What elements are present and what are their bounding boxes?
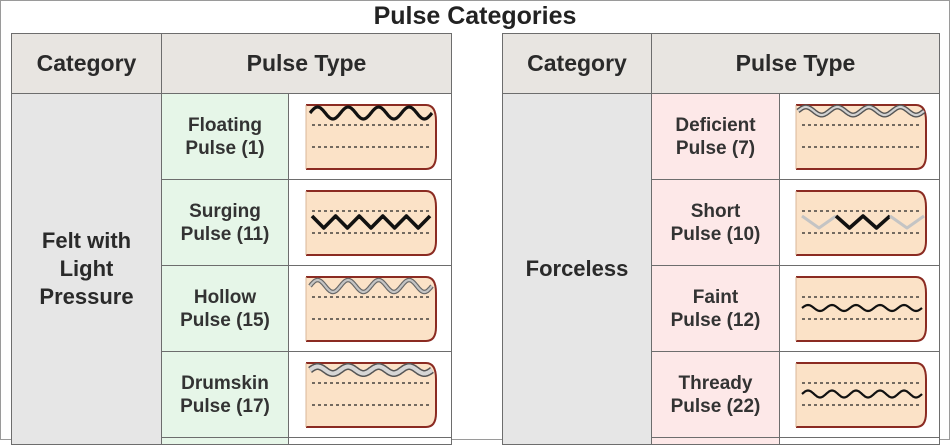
pulse-name-line: Deficient bbox=[675, 114, 756, 136]
cut-off-row-cell bbox=[779, 437, 940, 445]
vessel-wall bbox=[306, 103, 437, 170]
pulse-wave-faded-right bbox=[888, 214, 925, 229]
vessel-diagram bbox=[795, 103, 927, 170]
pulse-diagram-cell bbox=[779, 179, 940, 266]
pulse-diagram-cell bbox=[779, 351, 940, 438]
right-pulse-table: Category Pulse Type Forceless Deficient … bbox=[502, 33, 940, 445]
vessel-body bbox=[795, 276, 926, 341]
vessel-body bbox=[306, 362, 436, 427]
pulse-wave bbox=[308, 104, 434, 121]
pulse-name-cell: Drumskin Pulse (17) bbox=[161, 351, 289, 438]
pulse-name-line: Pulse (11) bbox=[180, 223, 270, 245]
pulse-name-line: Pulse (7) bbox=[675, 137, 756, 159]
vessel-wall bbox=[306, 189, 437, 256]
pulse-name-line: Surging bbox=[189, 200, 261, 222]
pulse-name-line: Pulse (17) bbox=[180, 395, 270, 417]
vessel-body bbox=[795, 190, 926, 255]
pulse-name-line: Hollow bbox=[193, 286, 257, 308]
cut-off-row-cell bbox=[288, 437, 452, 445]
pulse-name-line: Floating bbox=[188, 114, 262, 136]
left-header-category: Category bbox=[11, 33, 162, 94]
pulse-wave bbox=[308, 364, 434, 375]
vessel-wall bbox=[795, 361, 927, 428]
vessel-diagram bbox=[305, 103, 437, 170]
pulse-name-line: Pulse (12) bbox=[670, 309, 761, 331]
vessel-body bbox=[306, 276, 436, 341]
pulse-name-cell: Hollow Pulse (15) bbox=[161, 265, 289, 352]
category-line: Light bbox=[59, 256, 114, 281]
left-pulse-table: Category Pulse Type Felt with Light Pres… bbox=[11, 33, 452, 445]
pulse-wave-faded-left bbox=[800, 214, 837, 229]
vessel-body bbox=[795, 362, 926, 427]
pulse-name-line: Drumskin bbox=[181, 372, 269, 394]
pulse-wave bbox=[834, 213, 891, 230]
pulse-name-line: Pulse (15) bbox=[180, 309, 270, 331]
category-line: Felt with bbox=[41, 228, 132, 253]
pulse-name-cell: Deficient Pulse (7) bbox=[651, 93, 780, 180]
pulse-diagram-cell bbox=[779, 265, 940, 352]
left-category-cell: Felt with Light Pressure bbox=[11, 93, 162, 445]
pulse-wave bbox=[800, 303, 923, 312]
pulse-name-cell: Short Pulse (10) bbox=[651, 179, 780, 266]
pulse-name-line: Faint bbox=[692, 286, 739, 308]
pulse-name-line: Pulse (10) bbox=[670, 223, 761, 245]
left-header-pulse-type: Pulse Type bbox=[161, 33, 452, 94]
pulse-name-cell: Floating Pulse (1) bbox=[161, 93, 289, 180]
vessel-body bbox=[795, 104, 926, 169]
vessel-diagram bbox=[305, 189, 437, 256]
vessel-diagram bbox=[305, 361, 437, 428]
figure-title: Pulse Categories bbox=[373, 2, 577, 30]
pulse-diagram-cell bbox=[288, 351, 452, 438]
pulse-name-line: Short bbox=[690, 200, 741, 222]
vessel-wall bbox=[795, 103, 927, 170]
pulse-wave bbox=[800, 388, 923, 399]
pulse-wave bbox=[310, 213, 432, 230]
vessel-diagram bbox=[305, 275, 437, 342]
category-line: Pressure bbox=[39, 284, 134, 309]
pulse-diagram-cell bbox=[288, 179, 452, 266]
pulse-name-line: Thready bbox=[678, 372, 753, 394]
cut-off-row-cell bbox=[651, 437, 780, 445]
right-category-cell: Forceless bbox=[502, 93, 652, 445]
right-header-pulse-type: Pulse Type bbox=[651, 33, 940, 94]
pulse-name-line: Pulse (22) bbox=[670, 395, 761, 417]
category-line: Forceless bbox=[525, 256, 629, 281]
vessel-diagram bbox=[795, 189, 927, 256]
pulse-name-cell: Surging Pulse (11) bbox=[161, 179, 289, 266]
vessel-wall bbox=[795, 189, 927, 256]
vessel-wall bbox=[306, 361, 437, 428]
pulse-diagram-cell bbox=[288, 265, 452, 352]
pulse-name-cell: Faint Pulse (12) bbox=[651, 265, 780, 352]
cut-off-row-cell bbox=[161, 437, 289, 445]
vessel-wall bbox=[306, 275, 437, 342]
vessel-diagram bbox=[795, 275, 927, 342]
vessel-wall bbox=[795, 275, 927, 342]
pulse-diagram-cell bbox=[288, 93, 452, 180]
right-header-category: Category bbox=[502, 33, 652, 94]
pulse-diagram-cell bbox=[779, 93, 940, 180]
vessel-body bbox=[306, 190, 436, 255]
vessel-diagram bbox=[795, 361, 927, 428]
pulse-wave bbox=[309, 278, 433, 293]
vessel-body bbox=[306, 104, 436, 169]
pulse-name-cell: Thready Pulse (22) bbox=[651, 351, 780, 438]
pulse-name-line: Pulse (1) bbox=[185, 137, 265, 159]
pulse-wave bbox=[796, 105, 925, 116]
